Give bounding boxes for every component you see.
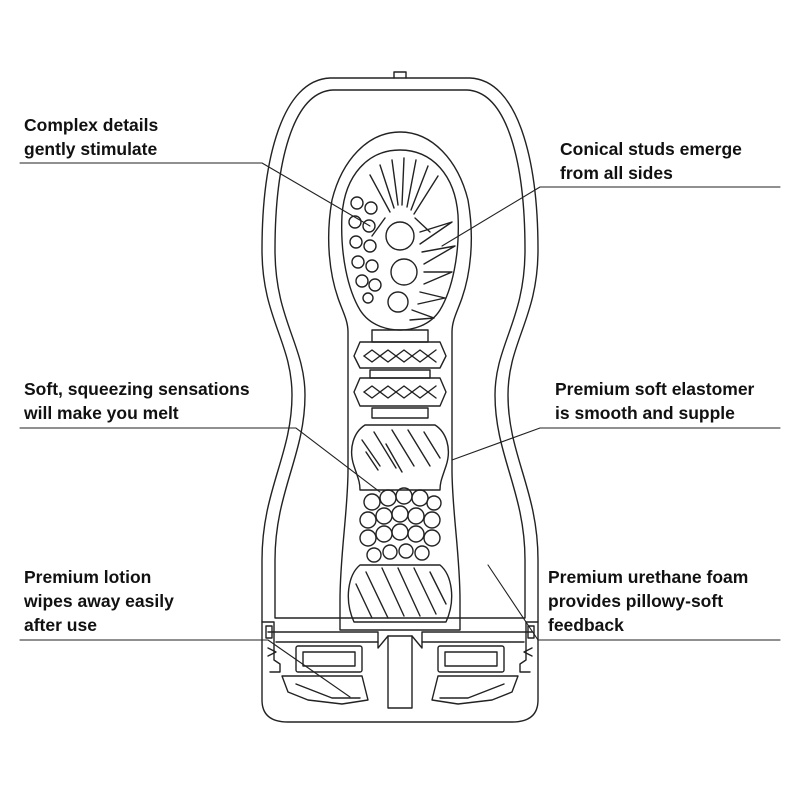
middle-diagonal-ribs xyxy=(361,429,441,473)
callout-foam: Premium urethane foam provides pillowy-s… xyxy=(548,567,748,635)
outer-shell-outline xyxy=(261,77,539,723)
lower-diagonal-ribs xyxy=(355,567,447,619)
callout-conical-studs: Conical studs emerge from all sides xyxy=(560,139,742,183)
inner-shell-outline xyxy=(274,89,526,619)
callout-conical-studs-line1: Conical studs emerge xyxy=(560,139,742,159)
callout-soft-squeezing-line2: will make you melt xyxy=(23,403,179,423)
center-bumps xyxy=(385,221,418,313)
callout-complex-details: Complex details gently stimulate xyxy=(24,115,158,159)
callout-elastomer: Premium soft elastomer is smooth and sup… xyxy=(555,379,755,423)
callout-foam-line1: Premium urethane foam xyxy=(548,567,748,587)
callout-soft-squeezing: Soft, squeezing sensations will make you… xyxy=(23,379,250,423)
right-conical-studs xyxy=(409,221,456,321)
callout-foam-line3: feedback xyxy=(548,615,624,635)
leader-lines xyxy=(19,162,781,698)
middle-chamber xyxy=(350,424,450,491)
callout-soft-squeezing-line1: Soft, squeezing sensations xyxy=(24,379,250,399)
leader-elastomer xyxy=(451,427,781,461)
lower-chamber xyxy=(347,564,453,623)
callout-elastomer-line1: Premium soft elastomer xyxy=(555,379,755,399)
top-cone-fan xyxy=(369,157,439,237)
callout-lotion-line1: Premium lotion xyxy=(24,567,151,587)
callout-lotion-line3: after use xyxy=(24,615,97,635)
bubble-cluster xyxy=(359,487,442,563)
base-assembly xyxy=(261,621,539,709)
callout-complex-details-line1: Complex details xyxy=(24,115,158,135)
leader-soft-squeezing xyxy=(19,427,381,493)
callout-lotion-line2: wipes away easily xyxy=(23,591,174,611)
leader-lotion xyxy=(19,639,351,698)
neck-ring-bands xyxy=(353,329,447,419)
callout-complex-details-line2: gently stimulate xyxy=(24,139,157,159)
callout-conical-studs-line2: from all sides xyxy=(560,163,673,183)
callout-lotion: Premium lotion wipes away easily after u… xyxy=(23,567,174,635)
callout-elastomer-line2: is smooth and supple xyxy=(555,403,735,423)
callout-foam-line2: provides pillowy-soft xyxy=(548,591,723,611)
top-notch xyxy=(393,71,407,79)
head-chamber xyxy=(340,149,460,331)
leader-conical-studs xyxy=(441,186,781,247)
sleeve-outline xyxy=(327,131,473,631)
left-bump-column xyxy=(348,196,382,304)
leader-foam xyxy=(487,564,781,641)
leader-complex-details xyxy=(19,162,371,227)
